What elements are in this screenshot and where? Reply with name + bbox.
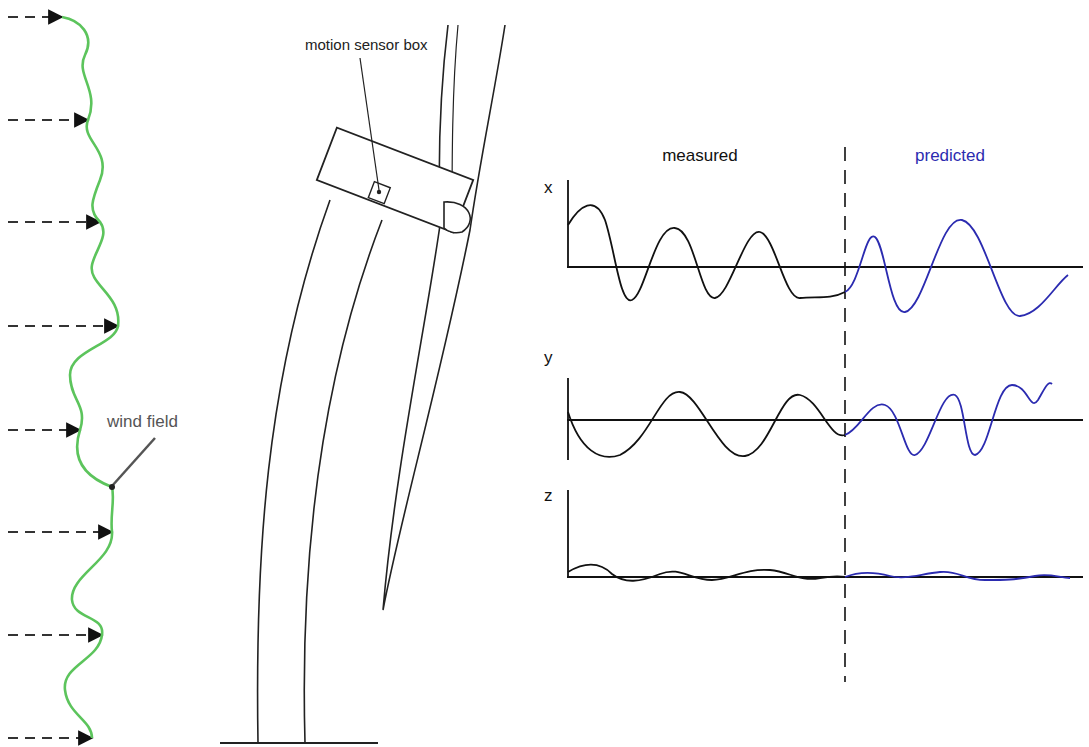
leader-dot xyxy=(109,484,115,490)
wind-profile xyxy=(62,17,118,738)
leader-line xyxy=(112,438,155,486)
section-label: measured xyxy=(662,146,738,166)
section-label: predicted xyxy=(915,146,985,166)
nacelle xyxy=(317,128,473,233)
leader-line xyxy=(360,58,379,190)
measured-curves xyxy=(568,205,845,581)
motion-sensor-box xyxy=(368,182,390,204)
predicted-curves xyxy=(845,220,1070,580)
divider-line xyxy=(844,147,846,682)
rotor-blade xyxy=(383,25,505,610)
tower xyxy=(258,200,382,743)
sensor-dot xyxy=(377,190,381,194)
hub xyxy=(444,202,470,233)
wind-arrows xyxy=(8,17,118,738)
plot-axes xyxy=(567,180,1083,578)
callout-label: motion sensor box xyxy=(305,36,428,53)
axis-label: y xyxy=(544,348,553,368)
callout-label: wind field xyxy=(107,412,178,432)
axis-label: z xyxy=(544,486,553,506)
axis-label: x xyxy=(544,178,553,198)
ground-line xyxy=(220,742,378,744)
